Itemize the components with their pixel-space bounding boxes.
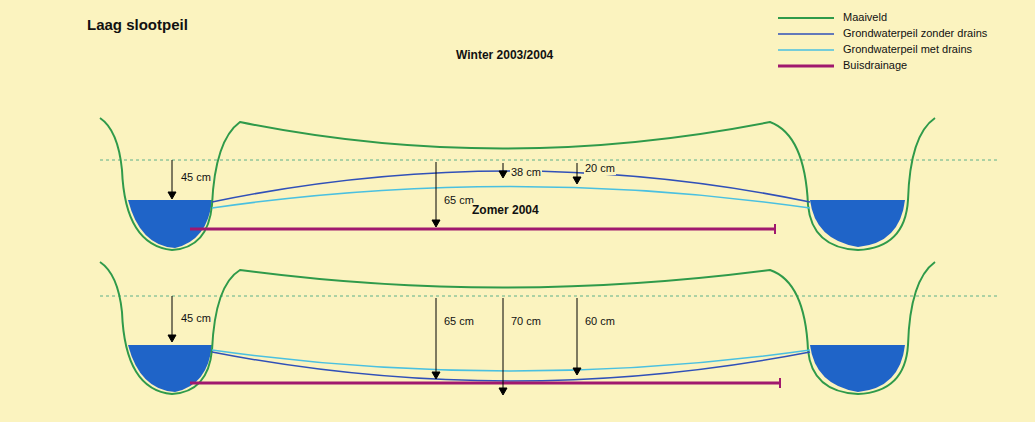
depth-label: 60 cm <box>584 315 616 328</box>
season-heading: Zomer 2004 <box>471 203 540 217</box>
summer-section <box>100 262 1000 395</box>
depth-label: 20 cm <box>584 162 616 175</box>
winter-section <box>100 118 1000 250</box>
legend-line <box>778 62 834 70</box>
diagram-title: Laag slootpeil <box>86 16 189 34</box>
depth-label: 70 cm <box>510 315 542 328</box>
season-heading: Winter 2003/2004 <box>455 48 554 62</box>
legend-line <box>778 30 834 38</box>
legend-text: Maaiveld <box>842 11 888 24</box>
depth-label: 38 cm <box>510 166 542 179</box>
legend-text: Grondwaterpeil met drains <box>842 43 973 56</box>
legend-line <box>778 14 834 22</box>
depth-label: 65 cm <box>443 315 475 328</box>
legend-text: Grondwaterpeil zonder drains <box>842 27 988 40</box>
legend-line <box>778 46 834 54</box>
legend-text: Buisdrainage <box>842 59 908 72</box>
depth-label: 45 cm <box>180 171 212 184</box>
depth-label: 45 cm <box>180 312 212 325</box>
